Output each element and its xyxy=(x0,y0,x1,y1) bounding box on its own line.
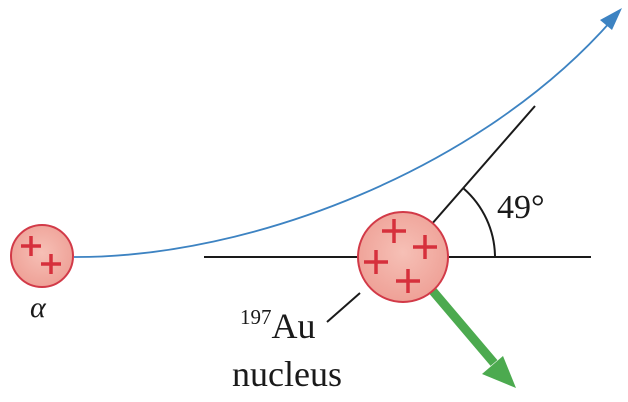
plus-sign-icon xyxy=(413,235,437,259)
alpha-label: α xyxy=(30,291,47,324)
nucleus-label-leader xyxy=(326,292,361,323)
plus-sign-icon xyxy=(396,269,420,293)
angle-arc xyxy=(462,187,496,258)
plus-sign-icon xyxy=(41,254,61,274)
nucleus-caption: nucleus xyxy=(232,354,342,394)
recoil-arrow-head-icon xyxy=(482,356,516,388)
alpha-trajectory xyxy=(73,19,613,258)
recoil-arrow-shaft xyxy=(428,287,498,366)
alpha-particle xyxy=(10,224,74,288)
plus-sign-icon xyxy=(21,236,41,256)
nucleus-isotope-label: 197Au xyxy=(240,305,316,346)
element-symbol: Au xyxy=(272,306,316,346)
gold-nucleus xyxy=(357,211,449,303)
mass-number: 197 xyxy=(240,305,272,329)
plus-sign-icon xyxy=(364,250,388,274)
trajectory-arrow-head-icon xyxy=(600,8,622,30)
angle-label: 49° xyxy=(497,189,545,226)
plus-sign-icon xyxy=(382,219,406,243)
